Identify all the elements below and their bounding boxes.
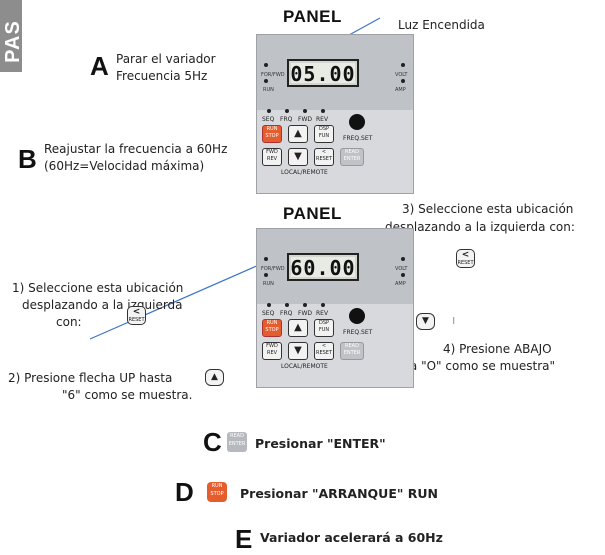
step-d-text: Presionar "ARRANQUE" RUN	[240, 486, 438, 501]
step-c-letter: C	[203, 427, 222, 457]
freq-knob[interactable]	[349, 308, 365, 324]
step4-line2: hasta "O" como se muestra"	[384, 359, 556, 373]
step-a-line1: Parar el variador	[116, 52, 216, 66]
freq-knob[interactable]	[349, 114, 365, 130]
step1-line1: 1) Seleccione esta ubicación	[12, 281, 184, 295]
light-label: Luz Encendida	[398, 18, 485, 32]
lcd-display-bottom: 60.00	[287, 253, 359, 281]
up-arrow-icon: ▲	[205, 369, 224, 386]
step2-line2: "6" como se muestra.	[62, 388, 193, 402]
up-key[interactable]: ▲	[288, 319, 308, 337]
step4-line1: 4) Presione ABAJO	[443, 342, 552, 356]
step-a-line2: Frecuencia 5Hz	[116, 69, 208, 83]
step-c-text: Presionar "ENTER"	[255, 436, 386, 451]
panel-title-top: PANEL	[283, 7, 342, 26]
reset-icon: <RESET	[456, 249, 475, 268]
step-b-letter: B	[18, 144, 37, 174]
step1-line2: desplazando a la izquierda	[22, 298, 183, 312]
step1-line3: con:	[56, 315, 82, 329]
step-e-text: Variador acelerará a 60Hz	[260, 530, 443, 545]
tick-mark: ı	[452, 313, 456, 327]
down-key[interactable]: ▼	[288, 342, 308, 360]
step-b-line1: Reajustar la frecuencia a 60Hz	[44, 142, 228, 156]
side-tab: PAS	[0, 0, 24, 72]
step3-line2: desplazando a la izquierda con:	[385, 220, 575, 234]
panel-title-bottom: PANEL	[283, 204, 342, 223]
step3-line1: 3) Seleccione esta ubicación	[402, 202, 574, 216]
reset-icon: <RESET	[127, 306, 146, 325]
up-key[interactable]: ▲	[288, 125, 308, 143]
step-b-line2: (60Hz=Velocidad máxima)	[44, 159, 205, 173]
step-a-letter: A	[90, 51, 109, 81]
keypad-device-bottom: FOR/FWD RUN VOLT AMP 60.00 SEQ FRQ FWD R…	[256, 228, 414, 388]
down-key[interactable]: ▼	[288, 148, 308, 166]
step2-line1: 2) Presione flecha UP hasta	[8, 371, 173, 385]
down-arrow-icon: ▼	[416, 313, 435, 330]
step-e-letter: E	[235, 524, 253, 554]
keypad-device-top: FOR/FWD RUN VOLT AMP 05.00 SEQ FRQ FWD R…	[256, 34, 414, 194]
step-d-letter: D	[175, 477, 194, 507]
reset-key[interactable]: <RESET	[314, 342, 334, 360]
reset-key[interactable]: <RESET	[314, 148, 334, 166]
lcd-display-top: 05.00	[287, 59, 359, 87]
